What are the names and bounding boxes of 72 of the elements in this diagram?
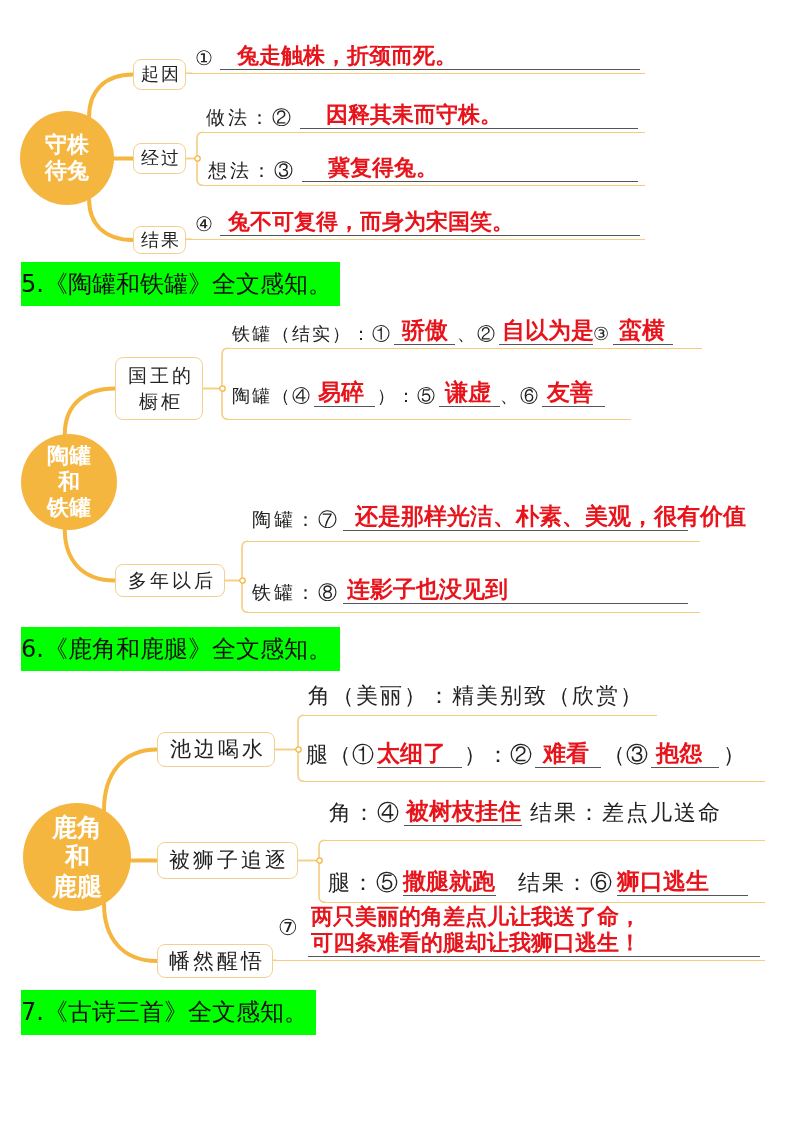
answer-text: 兔走触株，折颈而死。: [237, 43, 457, 69]
branch-line: [112, 156, 135, 161]
prompt-text: ）：②: [464, 741, 533, 768]
prompt-text: 陶罐（④: [232, 385, 312, 407]
topic-circle: 陶罐和铁罐: [21, 434, 117, 530]
topic-box: 多年以后: [115, 564, 225, 597]
prompt-text: 、②: [457, 323, 497, 345]
connector-line: [274, 748, 305, 783]
topic-row: [228, 316, 702, 349]
prompt-text: 结果：⑥: [518, 869, 614, 896]
answer-text: 狮口逃生: [617, 867, 709, 895]
connector-line: [202, 387, 229, 421]
prompt-text: 结果：差点儿送命: [530, 799, 722, 826]
answer-text: 还是那样光洁、朴素、美观，很有价值: [355, 502, 746, 530]
prompt-text: 腿：⑤: [328, 869, 400, 896]
answer-text: 兔不可复得，而身为宋国笑。: [228, 209, 514, 235]
prompt-text: 腿（①: [306, 741, 375, 768]
connector-line: [272, 959, 277, 962]
answer-text: 两只美丽的角差点儿让我送了命，可四条难看的腿却让我狮口逃生！: [311, 904, 642, 956]
topic-box: 池边喝水: [157, 732, 275, 767]
prompt-text: 陶罐：⑦: [252, 508, 340, 531]
prompt-text: 角（美丽）：精美别致（欣赏）: [308, 682, 644, 709]
section-heading: 6.《鹿角和鹿腿》全文感知。: [21, 627, 340, 671]
prompt-text: ⑦: [278, 914, 300, 942]
topic-box: 国王的橱柜: [115, 357, 203, 420]
answer-text: 蛮横: [619, 316, 665, 344]
prompt-text: 铁罐（结实）：①: [232, 323, 392, 345]
prompt-text: ④: [195, 212, 215, 236]
prompt-text: （③: [603, 741, 649, 768]
answer-text: 易碎: [318, 378, 364, 406]
prompt-text: 、⑥: [500, 385, 540, 407]
answer-text: 友善: [547, 378, 593, 406]
answer-text: 抱怨: [656, 739, 702, 767]
connector-line: [224, 579, 249, 614]
branch-line: [87, 197, 135, 242]
prompt-text: ①: [195, 46, 215, 70]
branch-line: [87, 72, 135, 119]
connector-line: [185, 157, 204, 187]
topic-row: [203, 153, 645, 186]
branch-line: [62, 386, 117, 437]
answer-text: 因释其耒而守株。: [326, 102, 502, 128]
topic-box: 起因: [133, 59, 186, 90]
prompt-text: 想法：③: [208, 159, 296, 182]
answer-text: 骄傲: [402, 316, 448, 344]
topic-row: [228, 378, 631, 420]
answer-text: 冀复得兔。: [328, 155, 438, 181]
section-heading: 5.《陶罐和铁罐》全文感知。: [21, 262, 340, 306]
topic-row: [203, 100, 645, 133]
prompt-text: 角：④: [329, 799, 401, 826]
topic-box: 被狮子追逐: [157, 842, 298, 879]
answer-text: 撒腿就跑: [403, 867, 495, 895]
topic-circle: 鹿角和鹿腿: [23, 803, 131, 911]
answer-text: 太细了: [377, 739, 446, 767]
branch-line: [62, 527, 117, 583]
prompt-text: 铁罐：⑧: [252, 581, 340, 604]
branch-line: [102, 747, 159, 813]
topic-circle: 守株待兔: [20, 111, 114, 205]
topic-box: 结果: [133, 226, 186, 254]
answer-text: 谦虚: [445, 378, 491, 406]
answer-text: 被树枝挂住: [406, 797, 521, 825]
prompt-text: ）：⑤: [377, 385, 437, 407]
prompt-text: ③: [593, 323, 611, 345]
branch-line: [102, 901, 159, 963]
prompt-text: ）: [723, 741, 746, 768]
connector-line: [297, 859, 326, 904]
answer-text: 自以为是: [502, 316, 594, 344]
topic-box: 经过: [133, 143, 186, 174]
prompt-text: 做法：②: [206, 106, 294, 129]
answer-text: 难看: [543, 739, 589, 767]
answer-text: 连影子也没见到: [347, 575, 508, 603]
topic-box: 幡然醒悟: [157, 944, 273, 978]
section-heading: 7.《古诗三首》全文感知。: [21, 990, 316, 1035]
